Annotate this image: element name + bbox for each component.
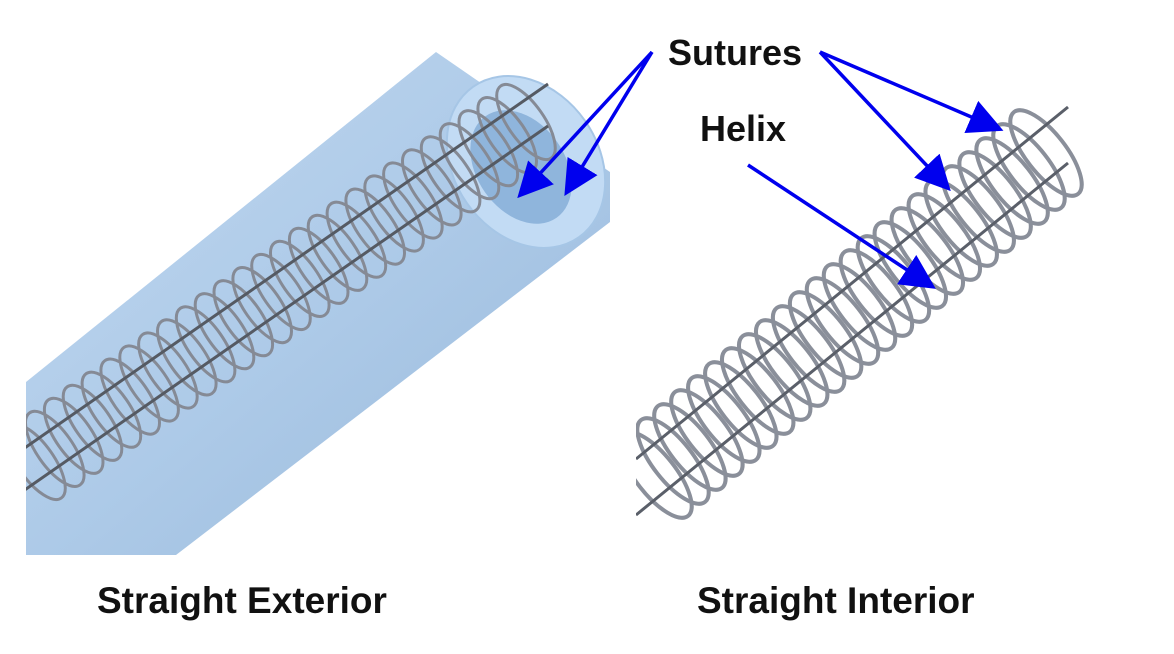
helix-coils [636, 108, 1084, 520]
helix-turn [438, 122, 501, 201]
helix-turn [174, 305, 237, 384]
straight-exterior-figure [26, 52, 610, 555]
caption-straight-interior: Straight Interior [697, 580, 975, 621]
helix-turn [287, 226, 350, 305]
helix-turn [212, 279, 275, 358]
suture-rod [636, 161, 1069, 517]
exterior-tube-illustration [26, 52, 610, 555]
helix-turn [99, 357, 161, 436]
helix-turn [193, 292, 256, 371]
caption-straight-exterior: Straight Exterior [97, 580, 387, 621]
helix-turn [137, 331, 199, 410]
interior-helix-illustration [636, 105, 1084, 520]
helix-turn [787, 290, 864, 380]
helix-turn [636, 416, 711, 506]
helix-turn [419, 135, 482, 214]
suture-rod [26, 82, 549, 449]
helix-turn [61, 383, 124, 462]
helix-turn [652, 402, 728, 492]
helix-turn [306, 213, 369, 292]
suture-rods [26, 82, 549, 491]
helix-turn [636, 430, 694, 520]
helix-turn [118, 344, 180, 423]
helix-turn [974, 136, 1050, 226]
helix-turn [720, 346, 796, 436]
helix-turn [382, 161, 444, 240]
helix-label: Helix [700, 108, 787, 149]
suture-rod [26, 124, 549, 491]
helix-turn [754, 318, 830, 408]
helix-turn [457, 109, 520, 188]
helix-turn [26, 409, 86, 488]
helix-turn [669, 388, 745, 478]
helix-turn [156, 318, 218, 397]
helix-turn [344, 187, 406, 266]
helix-turn [703, 360, 779, 450]
helix-turn [737, 332, 813, 422]
helix-turn [250, 253, 312, 331]
helix-turn [770, 304, 847, 394]
straight-interior-figure [636, 85, 1148, 533]
helix-turn [325, 200, 388, 279]
helix-turn [363, 174, 425, 253]
helix-turn [26, 423, 67, 501]
helix-turn [80, 370, 143, 449]
helix-turn [231, 266, 293, 345]
helix-turn [686, 374, 762, 464]
helix-turn [957, 150, 1033, 240]
helix-turn [42, 396, 105, 475]
suture-rod [636, 105, 1069, 461]
sutures-label: Sutures [668, 32, 803, 73]
helix-turn [401, 148, 463, 227]
helix-turn [269, 239, 331, 318]
helix-turn [1008, 108, 1084, 198]
